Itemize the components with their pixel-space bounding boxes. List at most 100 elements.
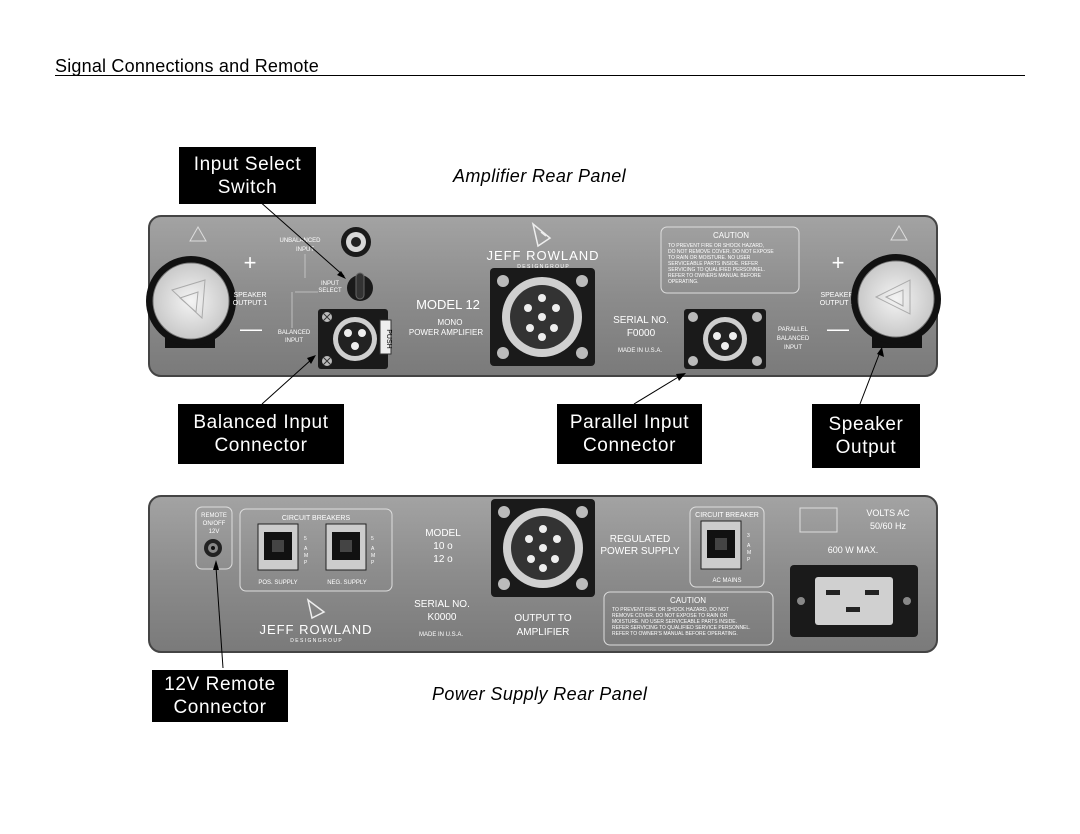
svg-text:REGULATED: REGULATED — [610, 534, 670, 545]
input-select-callout: Input Select Switch — [179, 147, 316, 204]
amp-serial-label: SERIAL NO. — [613, 315, 669, 326]
svg-text:MONO: MONO — [438, 318, 463, 327]
speaker-terminal-left — [146, 256, 236, 348]
power-supply-rear-panel: REMOTE ON/OFF 12V CIRCUIT BREAKERS 5 A M… — [148, 495, 938, 653]
input-select-switch — [347, 272, 373, 301]
svg-text:600 W MAX.: 600 W MAX. — [828, 545, 879, 555]
svg-text:CAUTION: CAUTION — [713, 231, 749, 240]
neg-supply-breaker — [325, 523, 367, 571]
svg-text:MOISTURE. NO USER SERVICEABLE: MOISTURE. NO USER SERVICEABLE PARTS INSI… — [612, 619, 737, 625]
svg-text:MADE IN U.S.A.: MADE IN U.S.A. — [419, 632, 463, 638]
rowland-logo-icon — [874, 279, 911, 315]
svg-text:SELECT: SELECT — [318, 288, 342, 294]
svg-text:TO PREVENT FIRE OR SHOCK HAZAR: TO PREVENT FIRE OR SHOCK HAZARD, — [668, 243, 764, 249]
pos-supply-breaker — [257, 523, 299, 571]
svg-text:INPUT: INPUT — [296, 247, 314, 253]
svg-text:P: P — [304, 560, 308, 566]
parallel-xlr-connector — [684, 309, 766, 369]
plus-label-left: + — [244, 250, 257, 275]
svg-text:3: 3 — [747, 533, 750, 539]
speaker-output-pointer — [859, 351, 881, 405]
svg-text:ON/OFF: ON/OFF — [203, 521, 226, 527]
rowland-logo-icon — [306, 598, 326, 620]
remote-label: REMOTE — [201, 513, 227, 519]
power-supply-caption: Power Supply Rear Panel — [432, 684, 648, 704]
parallel-input-callout: Parallel Input Connector — [557, 404, 702, 464]
ps-serial-label: SERIAL NO. — [414, 599, 470, 610]
svg-text:5: 5 — [304, 536, 307, 542]
svg-text:REMOVE COVER. DO NOT EXPOSE T: REMOVE COVER. DO NOT EXPOSE TO RAIN OR — [612, 613, 728, 619]
remote-callout: 12V Remote Connector — [152, 670, 288, 722]
svg-text:5: 5 — [371, 536, 374, 542]
svg-text:PARALLEL: PARALLEL — [778, 327, 809, 333]
svg-text:AC MAINS: AC MAINS — [712, 578, 741, 584]
svg-text:12V: 12V — [209, 529, 220, 535]
svg-text:TO RAIN OR MOISTURE. NO USER: TO RAIN OR MOISTURE. NO USER — [668, 255, 751, 261]
svg-text:12 o: 12 o — [433, 554, 453, 565]
svg-text:DO NOT REMOVE COVER. DO NOT E: DO NOT REMOVE COVER. DO NOT EXPOSE — [668, 249, 774, 255]
page-title: Signal Connections and Remote — [55, 56, 319, 76]
svg-text:10 o: 10 o — [433, 541, 453, 552]
speaker-output-callout: Speaker Output — [812, 404, 920, 468]
svg-text:INPUT: INPUT — [285, 338, 303, 344]
svg-text:POS. SUPPLY: POS. SUPPLY — [258, 580, 297, 586]
svg-text:INPUT: INPUT — [784, 345, 802, 351]
input-select-pointer — [257, 199, 345, 277]
svg-text:M: M — [371, 553, 375, 559]
svg-text:REFER SERVICING TO QUALIFIED S: REFER SERVICING TO QUALIFIED SERVICE PER… — [612, 625, 751, 631]
svg-text:CIRCUIT BREAKERS: CIRCUIT BREAKERS — [282, 515, 351, 522]
remote-pointer — [215, 566, 224, 669]
svg-text:+: + — [832, 250, 845, 275]
ps-brand: JEFF ROWLAND — [259, 622, 372, 637]
svg-text:P: P — [371, 560, 375, 566]
svg-text:OUTPUT 1: OUTPUT 1 — [233, 300, 268, 307]
warning-triangle-icon — [890, 224, 908, 241]
svg-text:OPERATING.: OPERATING. — [668, 279, 698, 285]
svg-text:REFER TO OWNERS MANUAL BEFORE: REFER TO OWNERS MANUAL BEFORE — [668, 273, 762, 279]
amp-power-connector — [490, 268, 595, 366]
svg-text:REFER TO OWNER'S MANUAL BEFORE: REFER TO OWNER'S MANUAL BEFORE OPERATING… — [612, 631, 738, 637]
speaker-label-left: SPEAKER — [233, 292, 266, 299]
svg-text:OUTPUT TO: OUTPUT TO — [514, 613, 571, 624]
svg-text:D E S I G N G R O U P: D E S I G N G R O U P — [517, 264, 569, 270]
svg-text:NEG. SUPPLY: NEG. SUPPLY — [327, 580, 367, 586]
speaker-terminal-right — [851, 254, 941, 348]
svg-text:MADE IN U.S.A.: MADE IN U.S.A. — [618, 348, 662, 354]
svg-text:SERVICEABLE PARTS INSIDE. REF: SERVICEABLE PARTS INSIDE. REFER — [668, 261, 758, 267]
balanced-input-pointer — [261, 358, 313, 405]
ps-model-label: MODEL — [425, 528, 461, 539]
svg-text:TO PREVENT FIRE OR SHOCK HAZAR: TO PREVENT FIRE OR SHOCK HAZARD, DO NOT — [612, 607, 729, 613]
amplifier-caption: Amplifier Rear Panel — [453, 166, 627, 186]
rca-jack — [341, 227, 371, 257]
remote-jack — [204, 539, 222, 557]
amp-model: MODEL 12 — [416, 297, 480, 312]
svg-text:50/60 Hz: 50/60 Hz — [870, 521, 907, 531]
amplifier-rear-panel: + — SPEAKER OUTPUT 1 UNBALANCED INPUT IN… — [146, 215, 941, 377]
balanced-input-label: BALANCED — [278, 330, 311, 336]
svg-text:POWER AMPLIFIER: POWER AMPLIFIER — [409, 328, 483, 337]
title-rule — [55, 75, 1025, 76]
ps-output-connector — [491, 499, 595, 597]
svg-text:SERVICING TO QUALIFIED PERSONN: SERVICING TO QUALIFIED PERSONNEL. — [668, 267, 765, 273]
svg-text:A: A — [747, 543, 751, 549]
unbalanced-label: UNBALANCED — [279, 238, 321, 244]
input-select-label: INPUT — [321, 281, 339, 287]
ps-serial-value: K0000 — [428, 612, 457, 623]
speaker-label-right: SPEAKER — [820, 292, 853, 299]
ac-power-inlet — [790, 565, 918, 637]
svg-text:AMPLIFIER: AMPLIFIER — [517, 627, 570, 638]
svg-text:A: A — [371, 546, 375, 552]
parallel-input-pointer — [633, 375, 681, 405]
rowland-logo-icon — [531, 222, 552, 248]
svg-text:CIRCUIT BREAKER: CIRCUIT BREAKER — [695, 512, 759, 519]
svg-text:A: A — [304, 546, 308, 552]
amp-serial-value: F0000 — [627, 328, 656, 339]
svg-text:P: P — [747, 557, 751, 563]
svg-text:OUTPUT 1: OUTPUT 1 — [820, 300, 855, 307]
balanced-xlr-connector: PUSH — [318, 309, 392, 369]
svg-text:—: — — [827, 316, 849, 341]
rowland-logo-icon — [171, 279, 206, 320]
push-tab-label: PUSH — [385, 329, 392, 348]
svg-text:VOLTS AC: VOLTS AC — [866, 508, 910, 518]
